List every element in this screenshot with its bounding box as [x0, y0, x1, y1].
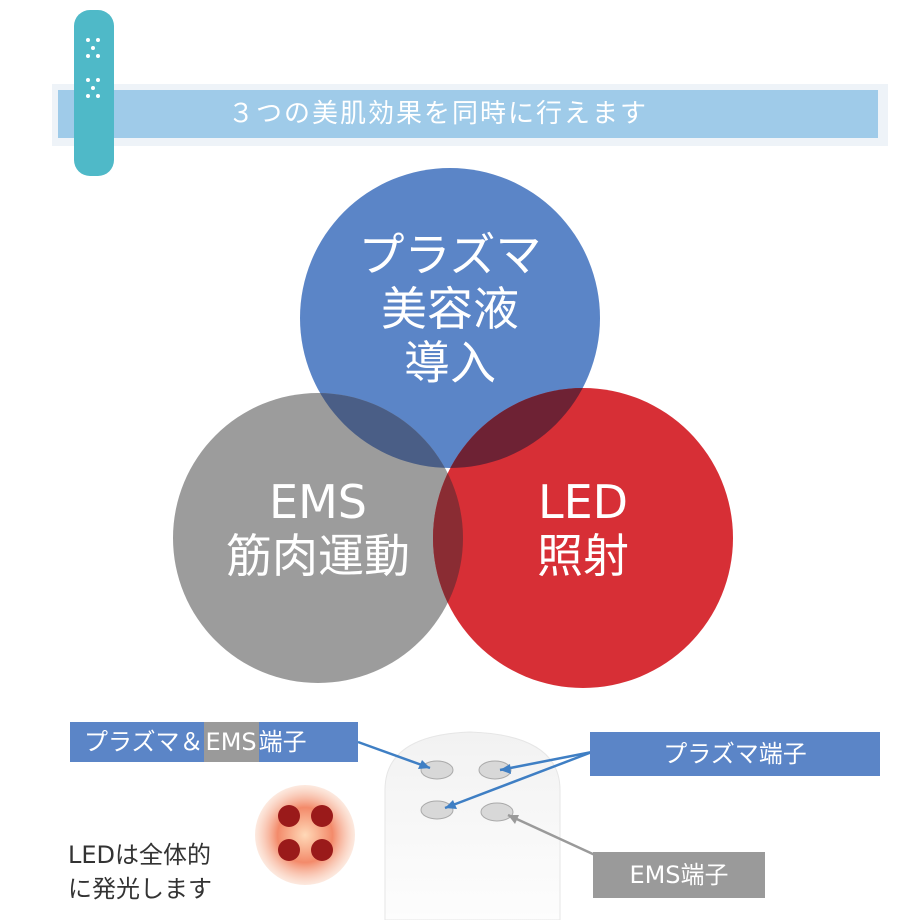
venn-plasma-line3: 導入: [404, 336, 496, 390]
device-head-body: [384, 731, 561, 920]
venn-label-ems: EMS 筋肉運動: [198, 475, 438, 583]
venn-ems-line1: EMS: [269, 475, 367, 529]
terminal-bottom-right: [480, 802, 514, 822]
venn-plasma-line2: 美容液: [381, 282, 519, 336]
header-banner: ３つの美肌効果を同時に行えます: [52, 84, 888, 146]
label-plasma-terminal: プラズマ端子: [590, 732, 880, 776]
led-dot-2: [311, 805, 333, 827]
pointer-plasma-2: [444, 750, 593, 810]
pointer-plasma-ems: [357, 740, 431, 770]
terminal-top-left: [420, 760, 454, 780]
banner-bar: ３つの美肌効果を同時に行えます: [58, 90, 878, 138]
venn-plasma-line1: プラズマ: [358, 228, 542, 282]
led-dot-3: [278, 839, 300, 861]
label-plasma-ems-prefix: プラズマ＆: [84, 728, 204, 756]
venn-circle-plasma: [300, 168, 600, 468]
terminal-top-right: [478, 760, 512, 780]
led-description-line1: LEDは全体的: [68, 841, 212, 869]
terminal-bottom-left: [420, 800, 454, 820]
venn-diagram: [173, 168, 733, 688]
label-plasma-ems-suffix: 端子: [258, 728, 307, 756]
venn-led-line2: 照射: [537, 529, 629, 583]
banner-title: ３つの美肌効果を同時に行えます: [228, 99, 649, 129]
label-plasma-ems-terminal: プラズマ＆EMS端子: [70, 722, 358, 762]
label-plasma-ems-highlight: EMS: [203, 722, 259, 762]
pointer-ems: [507, 813, 596, 857]
led-description-line2: に発光します: [68, 875, 212, 903]
label-ems-terminal: EMS端子: [593, 852, 765, 898]
led-dot-1: [278, 805, 300, 827]
led-dot-4: [311, 839, 333, 861]
pointer-plasma-1: [499, 750, 593, 772]
venn-label-led: LED 照射: [468, 475, 698, 583]
venn-circle-ems: [173, 393, 463, 683]
venn-ems-line2: 筋肉運動: [226, 529, 410, 583]
device-dots-bottom: [86, 78, 102, 100]
venn-circle-led: [433, 388, 733, 688]
venn-led-line1: LED: [537, 475, 629, 529]
led-glow: [255, 785, 355, 885]
device-dots-top: [86, 38, 102, 60]
device-icon: [74, 10, 114, 176]
venn-label-plasma: プラズマ 美容液 導入: [330, 228, 570, 390]
